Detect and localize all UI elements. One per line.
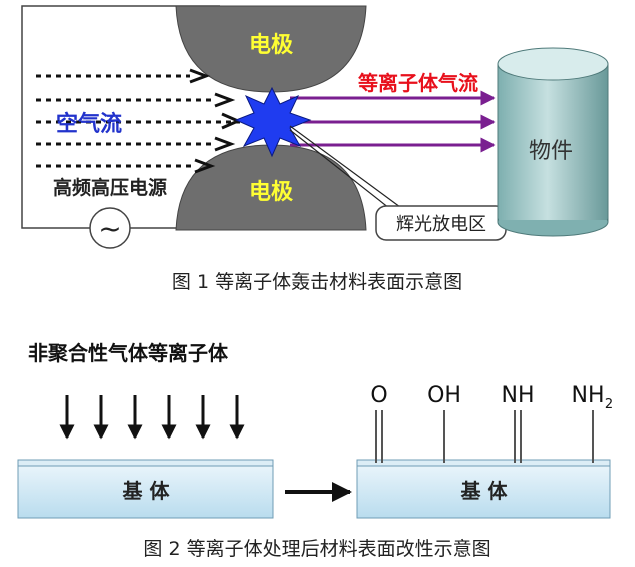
bottom-electrode-label: 电极 (249, 180, 294, 205)
figure1: 电极 电极 空气流 高频高压电源 ~ (21, 5, 609, 249)
workpiece-cylinder (497, 47, 609, 237)
bond-sticks (375, 410, 594, 463)
top-electrode-label: 电极 (249, 33, 294, 58)
figure2: 非聚合性气体等离子体 基 体 基 体 O (17, 341, 613, 519)
plasma-flow-label: 等离子体气流 (358, 71, 478, 95)
discharge-leader-lines (289, 125, 405, 213)
workpiece-label: 物件 (529, 139, 573, 164)
power-source-label: 高频高压电源 (53, 176, 167, 199)
substrate-right (356, 463, 611, 519)
group-nh2-subscript: 2 (605, 397, 613, 412)
figure2-caption: 图 2 等离子体处理后材料表面改性示意图 (143, 538, 490, 560)
plasma-flow-arrows (290, 90, 496, 153)
plasma-discharge-star (234, 86, 312, 158)
ac-source-circle (89, 207, 131, 249)
figure1-caption: 图 1 等离子体轰击材料表面示意图 (172, 271, 462, 293)
substrate-right-label: 基 体 (461, 479, 509, 503)
group-nh2: NH (572, 383, 605, 408)
discharge-zone-label: 辉光放电区 (396, 214, 486, 235)
gas-label: 非聚合性气体等离子体 (28, 341, 229, 365)
group-nh: NH (502, 383, 535, 408)
air-flow-label: 空气流 (56, 111, 122, 137)
group-o: O (370, 383, 387, 408)
ac-source-symbol: ~ (98, 212, 121, 245)
downward-arrows (59, 395, 245, 440)
air-flow-lines (36, 74, 240, 168)
substrate-left-label: 基 体 (123, 479, 171, 503)
group-oh: OH (427, 383, 461, 408)
